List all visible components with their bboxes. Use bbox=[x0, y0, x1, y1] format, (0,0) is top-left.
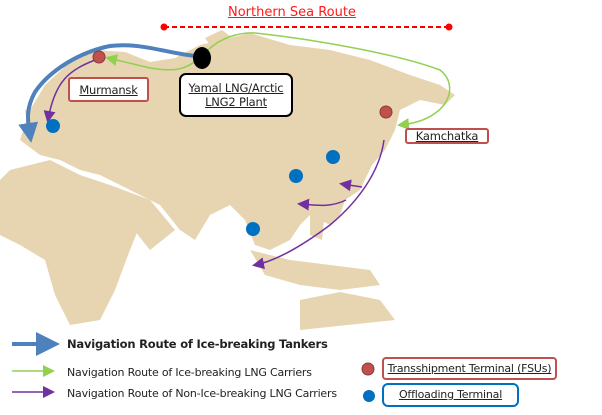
africa bbox=[0, 160, 140, 325]
australia bbox=[300, 292, 395, 330]
northern-sea-route-title: Northern Sea Route bbox=[228, 5, 356, 20]
kamchatka-terminal bbox=[379, 105, 393, 119]
route-nonice-asia bbox=[252, 139, 385, 270]
indonesia bbox=[250, 250, 380, 290]
legend-icebreaking-tankers: Navigation Route of Ice-breaking Tankers bbox=[67, 337, 328, 351]
nsr-line bbox=[160, 23, 453, 31]
murmansk-label: Murmansk bbox=[68, 77, 149, 102]
kamchatka-label: Kamchatka bbox=[405, 128, 489, 144]
route-nonice-japan bbox=[339, 179, 363, 192]
offloading-sea bbox=[246, 222, 260, 236]
legend-offloading-dot bbox=[363, 390, 375, 402]
offloading-china bbox=[289, 169, 303, 183]
legend-offloading-terminal: Offloading Terminal bbox=[382, 383, 519, 407]
plant-label: Yamal LNG/Arctic LNG2 Plant bbox=[179, 73, 293, 117]
japan bbox=[335, 150, 355, 185]
plant-marker bbox=[193, 47, 211, 69]
legend-transshipment-dot bbox=[361, 362, 375, 376]
legend-icebreaking-lng: Navigation Route of Ice-breaking LNG Car… bbox=[67, 366, 312, 379]
route-icebreaking-tankers bbox=[18, 43, 197, 143]
route-nonice-china bbox=[297, 198, 347, 211]
offloading-japan bbox=[326, 150, 340, 164]
route-ice-lng-kamchatka bbox=[207, 32, 451, 131]
route-nonice-europe bbox=[43, 59, 96, 123]
murmansk-terminal bbox=[92, 50, 106, 64]
legend-nonicebreaking-lng: Navigation Route of Non-Ice-breaking LNG… bbox=[67, 387, 337, 400]
novaya-zemlya bbox=[205, 30, 230, 48]
legend-transshipment-terminal: Transshipment Terminal (FSUs) bbox=[382, 357, 557, 380]
offloading-europe bbox=[46, 119, 60, 133]
legend-arrows bbox=[12, 332, 375, 402]
arabia bbox=[110, 185, 175, 250]
